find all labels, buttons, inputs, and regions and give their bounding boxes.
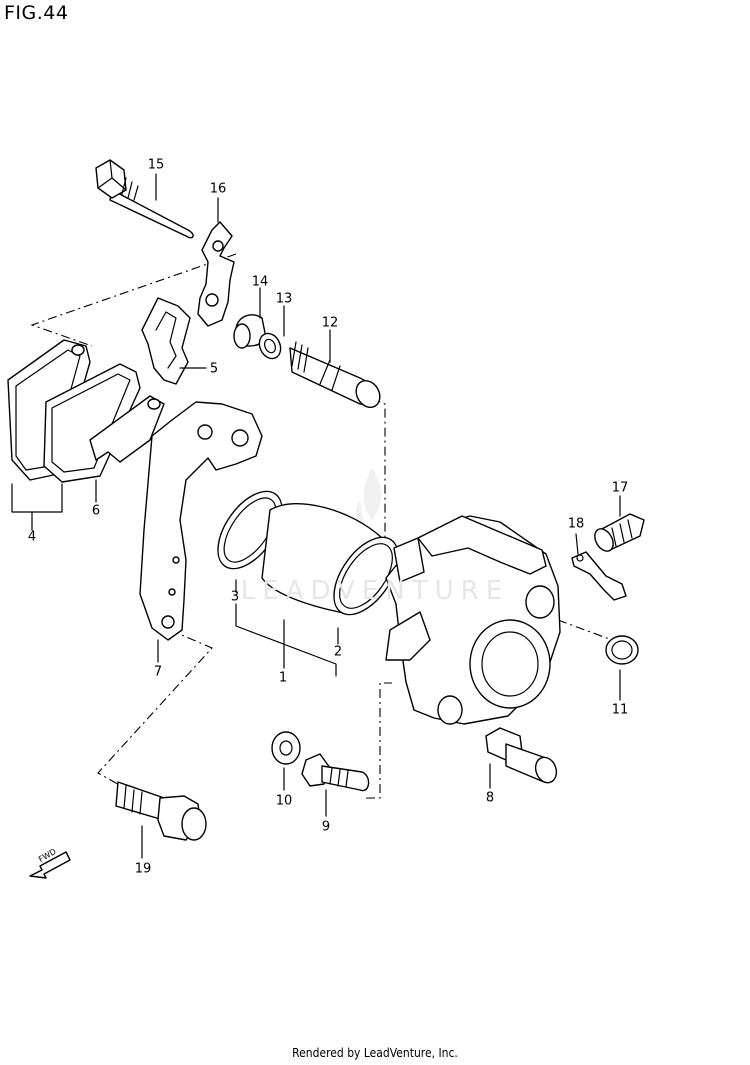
callout-11: 11	[611, 702, 629, 718]
caliper-body	[385, 515, 561, 725]
figure-title: FIG.44	[4, 2, 69, 24]
callout-16: 16	[209, 181, 227, 197]
callout-3: 3	[230, 589, 240, 605]
part-13-o-ring	[258, 332, 282, 360]
callout-9: 9	[321, 819, 331, 835]
part-10-washer	[271, 731, 301, 765]
callout-10: 10	[275, 793, 293, 809]
watermark-logo-icon	[355, 468, 382, 534]
callout-5: 5	[209, 361, 219, 377]
part-7-caliper-bracket	[139, 401, 263, 641]
part-12-slide-pin	[289, 341, 381, 409]
part-19-bracket-bolt	[115, 781, 207, 841]
part-18-bleeder-cap	[571, 551, 627, 601]
callout-7: 7	[153, 664, 163, 680]
callout-17: 17	[611, 480, 629, 496]
callout-2: 2	[333, 644, 343, 660]
part-8-pin-bolt	[485, 727, 558, 784]
callout-8: 8	[485, 790, 495, 806]
callout-19: 19	[134, 861, 152, 877]
forward-arrow-icon	[29, 851, 71, 879]
part-9-bolt	[301, 753, 370, 792]
part-16-lock-plate	[197, 221, 235, 327]
callout-18: 18	[567, 516, 585, 532]
part-11-plug-cap	[605, 635, 639, 665]
callout-1: 1	[278, 670, 288, 686]
callout-leader-lines	[11, 173, 621, 859]
callout-12: 12	[321, 315, 339, 331]
part-5-pad-spring	[141, 297, 191, 385]
callout-15: 15	[147, 157, 165, 173]
callout-13: 13	[275, 291, 293, 307]
part-15-caliper-bolt	[95, 159, 194, 239]
part-14-boot	[233, 314, 267, 349]
footer-credit: Rendered by LeadVenture, Inc.	[292, 1046, 458, 1060]
part-1-piston	[261, 502, 399, 616]
callout-14: 14	[251, 274, 269, 290]
part-17-bleeder-screw	[594, 513, 645, 552]
part-3-piston-seal	[217, 490, 283, 570]
part-6-inner-pad	[43, 363, 165, 483]
callout-4: 4	[27, 529, 37, 545]
callout-6: 6	[91, 503, 101, 519]
